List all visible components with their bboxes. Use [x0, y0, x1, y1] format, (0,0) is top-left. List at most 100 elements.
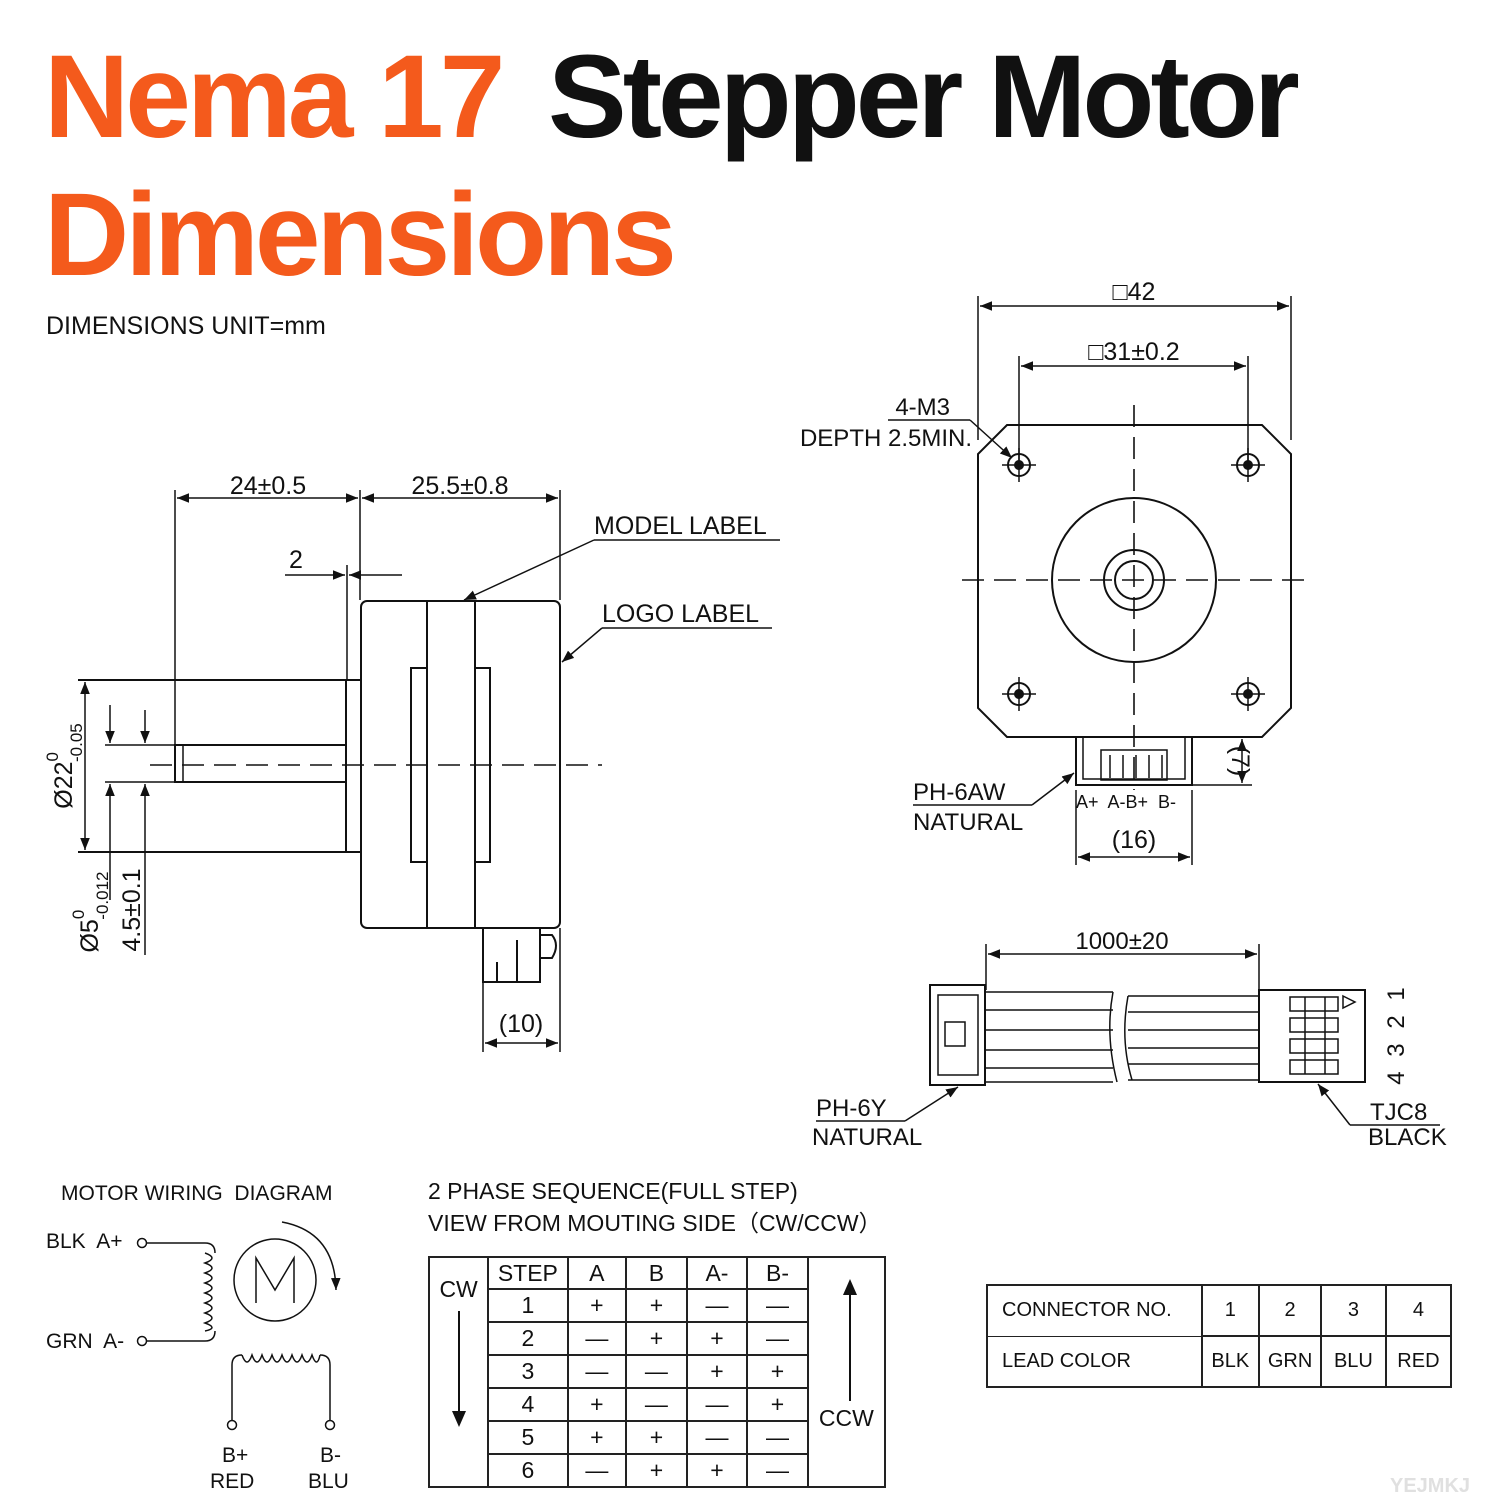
phase-cell: + — [685, 1320, 749, 1356]
phase-cell: — — [685, 1419, 749, 1455]
header-a-minus: A- — [685, 1256, 749, 1290]
phase-cell: — — [746, 1452, 809, 1489]
dim-10-text: (10) — [499, 1010, 543, 1038]
phase-cell: + — [566, 1419, 628, 1455]
units-note: DIMENSIONS UNIT=mm — [46, 312, 326, 340]
phase-cell: + — [746, 1386, 809, 1422]
step-cell: 4 — [487, 1386, 569, 1422]
phase-cell: — — [566, 1320, 628, 1356]
phase-cell: + — [746, 1353, 809, 1389]
dim-24-text: 24±0.5 — [230, 472, 306, 500]
side-connector — [482, 928, 541, 983]
connector-no-label: CONNECTOR NO. — [986, 1284, 1203, 1337]
cw-label: CW — [439, 1276, 478, 1302]
table-row: 4+——+ — [429, 1386, 885, 1422]
dim-25-5-text: 25.5±0.8 — [411, 472, 508, 500]
left-connector-label-2: NATURAL — [812, 1124, 922, 1151]
blu-label: BLU — [308, 1470, 349, 1493]
coil-a — [202, 1252, 213, 1332]
phase-cell: — — [685, 1386, 749, 1422]
model-label-text: MODEL LABEL — [594, 512, 767, 540]
phase-cell: — — [746, 1419, 809, 1455]
ccw-arrow — [809, 1275, 884, 1405]
cable-length-text: 1000±20 — [1075, 928, 1168, 955]
step-cell: 1 — [487, 1288, 569, 1323]
right-connector-label-2: BLACK — [1368, 1124, 1447, 1151]
dim-2-text: 2 — [289, 546, 303, 574]
phase-cell: + — [566, 1288, 628, 1323]
dia-5-text: Ø50-0.012 — [69, 871, 112, 952]
lead-color-cell: BLK — [1200, 1335, 1261, 1388]
phase-cell: + — [685, 1452, 749, 1489]
red-label: RED — [210, 1470, 254, 1493]
lead-color-cell: GRN — [1258, 1335, 1323, 1388]
table-row: 3——++ — [429, 1353, 885, 1389]
front-view: □42 □31±0.2 A+ A-B+ B- — [800, 278, 1308, 865]
phase-cell: — — [685, 1288, 749, 1323]
title-dimensions: Dimensions — [44, 169, 677, 301]
phase-cell: + — [625, 1320, 688, 1356]
cw-arrow — [430, 1303, 487, 1433]
phase-cell: + — [566, 1386, 628, 1422]
coil-b — [241, 1352, 321, 1363]
step-cell: 3 — [487, 1353, 569, 1389]
grn-label: GRN A- — [46, 1330, 124, 1353]
lead-color-label: LEAD COLOR — [986, 1335, 1203, 1388]
right-connector — [1258, 989, 1366, 1083]
motor-shaft — [174, 744, 347, 783]
pins-label-text: A+ A-B+ B- — [1076, 792, 1176, 812]
phase-cell: — — [566, 1353, 628, 1389]
connector-color-table: CONNECTOR NO. 1 2 3 4 LEAD COLOR BLK GRN… — [986, 1284, 1453, 1388]
cable-assembly: 1000±20 — [812, 928, 1447, 1151]
header-step: STEP — [487, 1256, 569, 1290]
phase-cell: — — [566, 1452, 628, 1489]
phase-cell: — — [746, 1320, 809, 1356]
bplus-label: B+ — [222, 1444, 248, 1467]
screw-label-2: DEPTH 2.5MIN. — [800, 425, 972, 452]
watermark: YEJMKJ — [1390, 1475, 1470, 1497]
step-cell: 2 — [487, 1320, 569, 1356]
ccw-column: CCW — [806, 1256, 887, 1488]
left-connector — [929, 984, 986, 1086]
left-connector-label-1: PH-6Y — [816, 1095, 887, 1122]
step-cell: 6 — [487, 1452, 569, 1489]
phase-cell: — — [746, 1288, 809, 1323]
sequence-title-2: VIEW FROM MOUTING SIDE（CW/CCW） — [428, 1210, 882, 1236]
wiring-title: MOTOR WIRING DIAGRAM — [61, 1182, 332, 1205]
blk-label: BLK A+ — [46, 1230, 122, 1253]
table-row: 6—++— — [429, 1452, 885, 1489]
phase-sequence-table: CW STEP A B A- B- CCW 1++—— 2—++— 3——++ … — [427, 1256, 887, 1489]
logo-label-text: LOGO LABEL — [602, 600, 759, 628]
connector-no-cell: 4 — [1384, 1284, 1453, 1337]
dim-31-text: □31±0.2 — [1088, 338, 1179, 366]
title-stepper-motor: Stepper Motor — [548, 31, 1300, 163]
right-connector-label-1: TJC8 — [1370, 1099, 1427, 1126]
phase-cell: — — [625, 1353, 688, 1389]
phase-cell: + — [625, 1419, 688, 1455]
step-cell: 5 — [487, 1419, 569, 1455]
header-a: A — [566, 1256, 628, 1290]
phase-cell: + — [685, 1353, 749, 1389]
side-view: 24±0.5 25.5±0.8 2 (10) Ø220-0.05 — [43, 472, 780, 1052]
bminus-label: B- — [320, 1444, 341, 1467]
connector-no-cell: 3 — [1320, 1284, 1387, 1337]
ccw-label: CCW — [818, 1405, 874, 1431]
pin-numbers-text: 4 3 2 1 — [1383, 983, 1410, 1084]
sequence-title-1: 2 PHASE SEQUENCE(FULL STEP) — [428, 1178, 798, 1204]
flange-boss — [345, 679, 362, 853]
screw-holes — [1002, 448, 1265, 711]
connector-label-1: PH-6AW — [913, 779, 1006, 806]
dim-7-text: (7) — [1226, 746, 1254, 777]
connector-no-cell: 2 — [1258, 1284, 1323, 1337]
table-row: 2—++— — [429, 1320, 885, 1356]
lead-color-cell: BLU — [1320, 1335, 1387, 1388]
dia-22-text: Ø220-0.05 — [43, 723, 86, 808]
phase-cell: + — [625, 1452, 688, 1489]
screw-label-1: 4-M3 — [895, 394, 950, 421]
header-b-minus: B- — [746, 1256, 809, 1290]
title-nema17: Nema 17 — [44, 31, 505, 163]
table-row: 5++—— — [429, 1419, 885, 1455]
dim-42-text: □42 — [1113, 278, 1156, 306]
wiring-diagram: MOTOR WIRING DIAGRAM BLK A+ GRN A- B+ B-… — [46, 1182, 349, 1493]
